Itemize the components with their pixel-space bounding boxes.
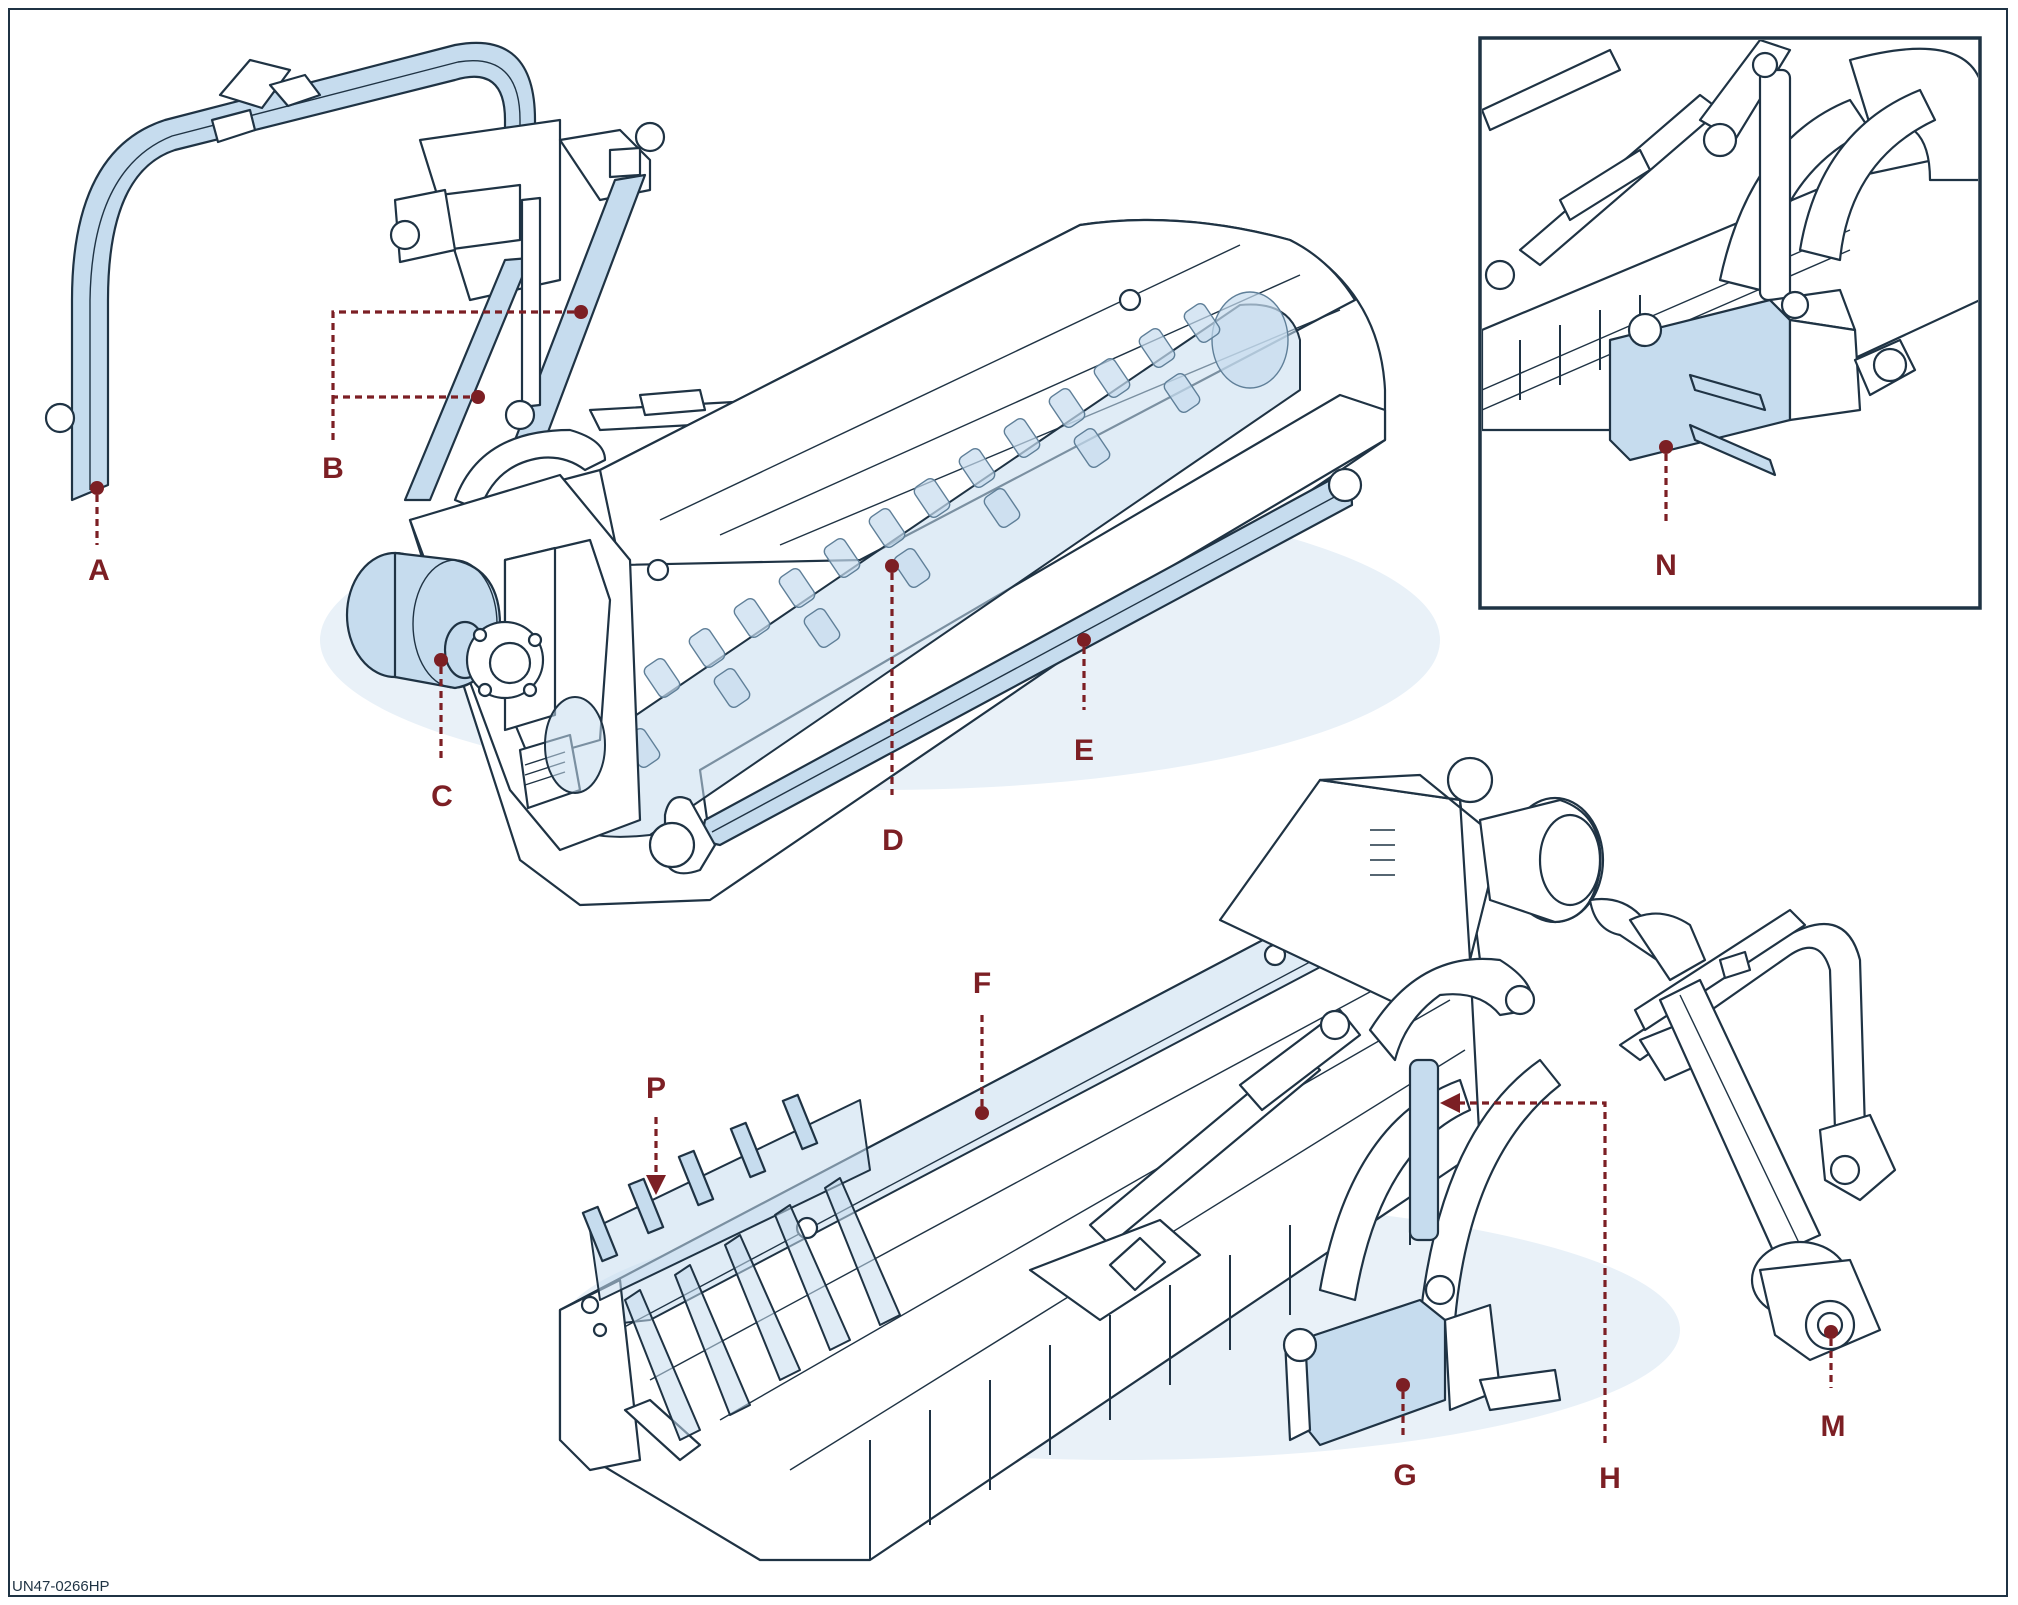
figure-code: UN47-0266HP <box>12 1578 110 1595</box>
callout-b: B <box>322 452 344 485</box>
top-mower-illustration <box>44 41 1440 907</box>
callout-d: D <box>882 824 904 857</box>
callout-m: M <box>1821 1410 1846 1443</box>
figure-frame <box>8 8 2008 1597</box>
front-tines <box>581 1093 901 1441</box>
callout-e: E <box>1074 734 1094 767</box>
callout-c: C <box>431 780 453 813</box>
detail-inset <box>1478 36 1982 610</box>
callouts: A B C D E F P G H <box>88 305 1846 1495</box>
bottom-mower-illustration <box>558 756 1897 1562</box>
callout-f: F <box>973 967 991 1000</box>
callout-h: H <box>1599 1462 1621 1495</box>
callout-g: G <box>1393 1459 1416 1492</box>
callout-p: P <box>646 1072 666 1105</box>
headstock-tube <box>70 41 537 502</box>
callout-n: N <box>1655 549 1677 582</box>
callout-a: A <box>88 554 110 587</box>
